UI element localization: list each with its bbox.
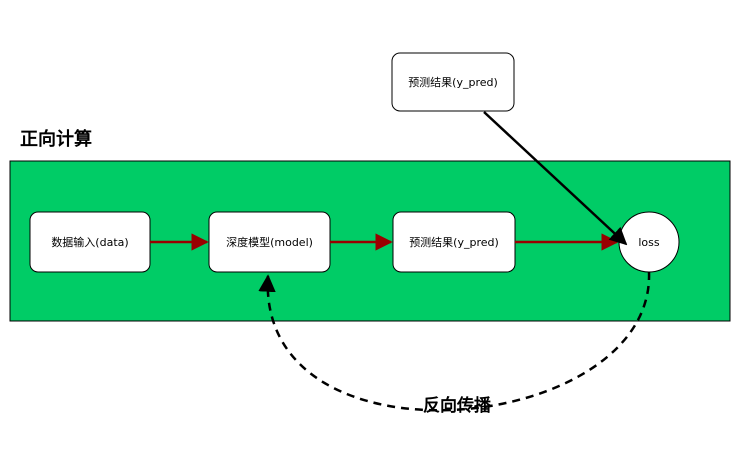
data-input-label: 数据输入(data) — [51, 235, 128, 249]
top-prediction-node — [391, 52, 515, 112]
backward-title: 反向传播 — [423, 395, 492, 416]
model-label: 深度模型(model) — [226, 235, 313, 249]
loss-label: loss — [638, 236, 660, 249]
prediction-label: 预测结果(y_pred) — [409, 236, 499, 249]
top-prediction-label: 预测结果(y_pred) — [408, 76, 498, 89]
backprop-curve — [258, 271, 651, 412]
forward-title: 正向计算 — [20, 128, 92, 150]
arrow-top-pred-to-loss — [483, 111, 628, 246]
